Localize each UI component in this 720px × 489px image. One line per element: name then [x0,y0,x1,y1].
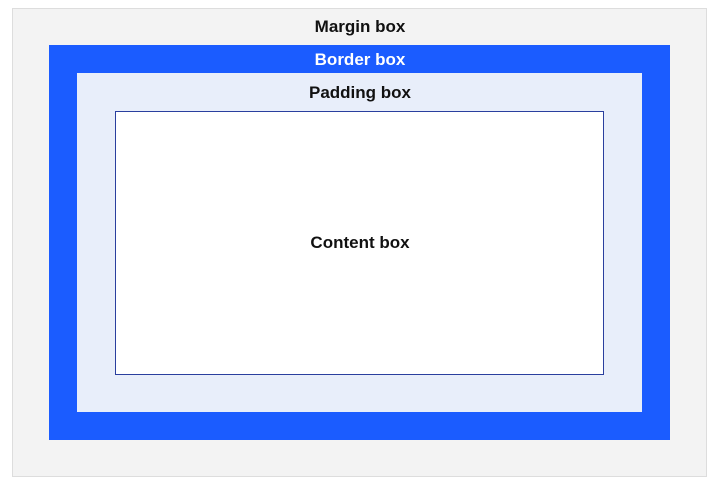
padding-box-label: Padding box [309,83,411,102]
border-box-label: Border box [314,50,406,69]
margin-box-label: Margin box [314,17,406,36]
content-box-label: Content box [310,233,410,252]
content-box-area [115,111,604,375]
